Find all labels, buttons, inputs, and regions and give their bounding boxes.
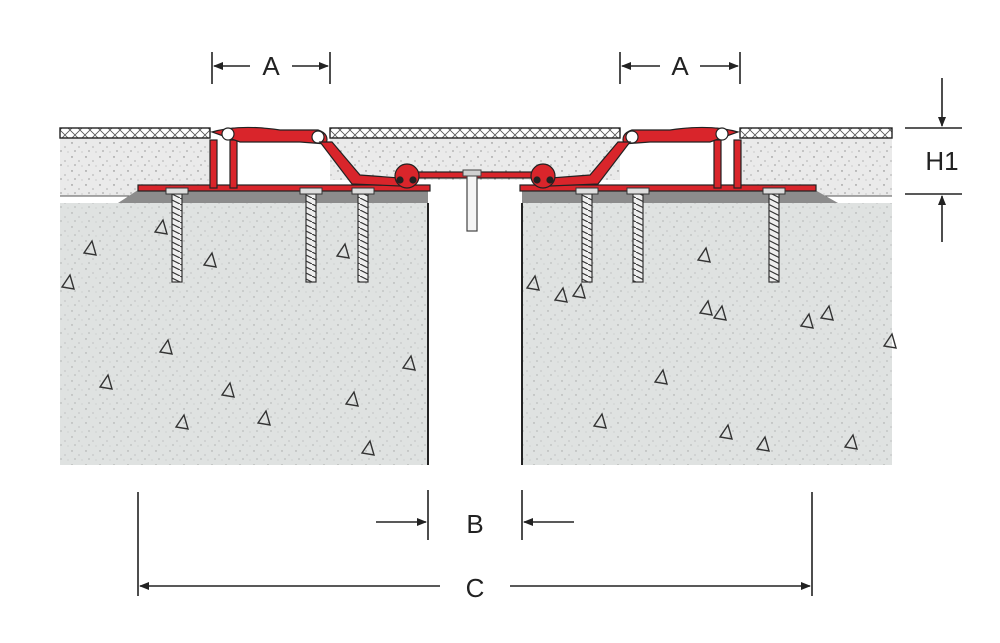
center-pin [462,169,482,232]
tile-surface [59,127,893,139]
concrete-slab-left [60,203,429,465]
dimension-b [376,490,574,540]
label-a-left: A [262,51,280,81]
adhesive-bed [118,190,838,203]
anchor-screw-icon [762,187,786,283]
concrete-slab-right [521,203,892,465]
expansion-joint-profile [137,126,817,192]
label-h1: H1 [925,146,958,176]
anchor-screw-icon [165,187,189,283]
dimension-h1 [905,78,962,242]
dimension-a-right [619,52,741,84]
anchor-screw-icon [299,187,323,283]
label-a-right: A [671,51,689,81]
label-c: C [466,573,485,603]
concrete-aggregate [60,218,897,456]
anchor-screw-icon [575,187,599,283]
dimension-a-left [211,52,331,84]
dimension-c [137,492,813,596]
anchor-screw-icon [626,187,650,283]
anchor-screw-icon [351,187,375,283]
label-b: B [466,509,483,539]
